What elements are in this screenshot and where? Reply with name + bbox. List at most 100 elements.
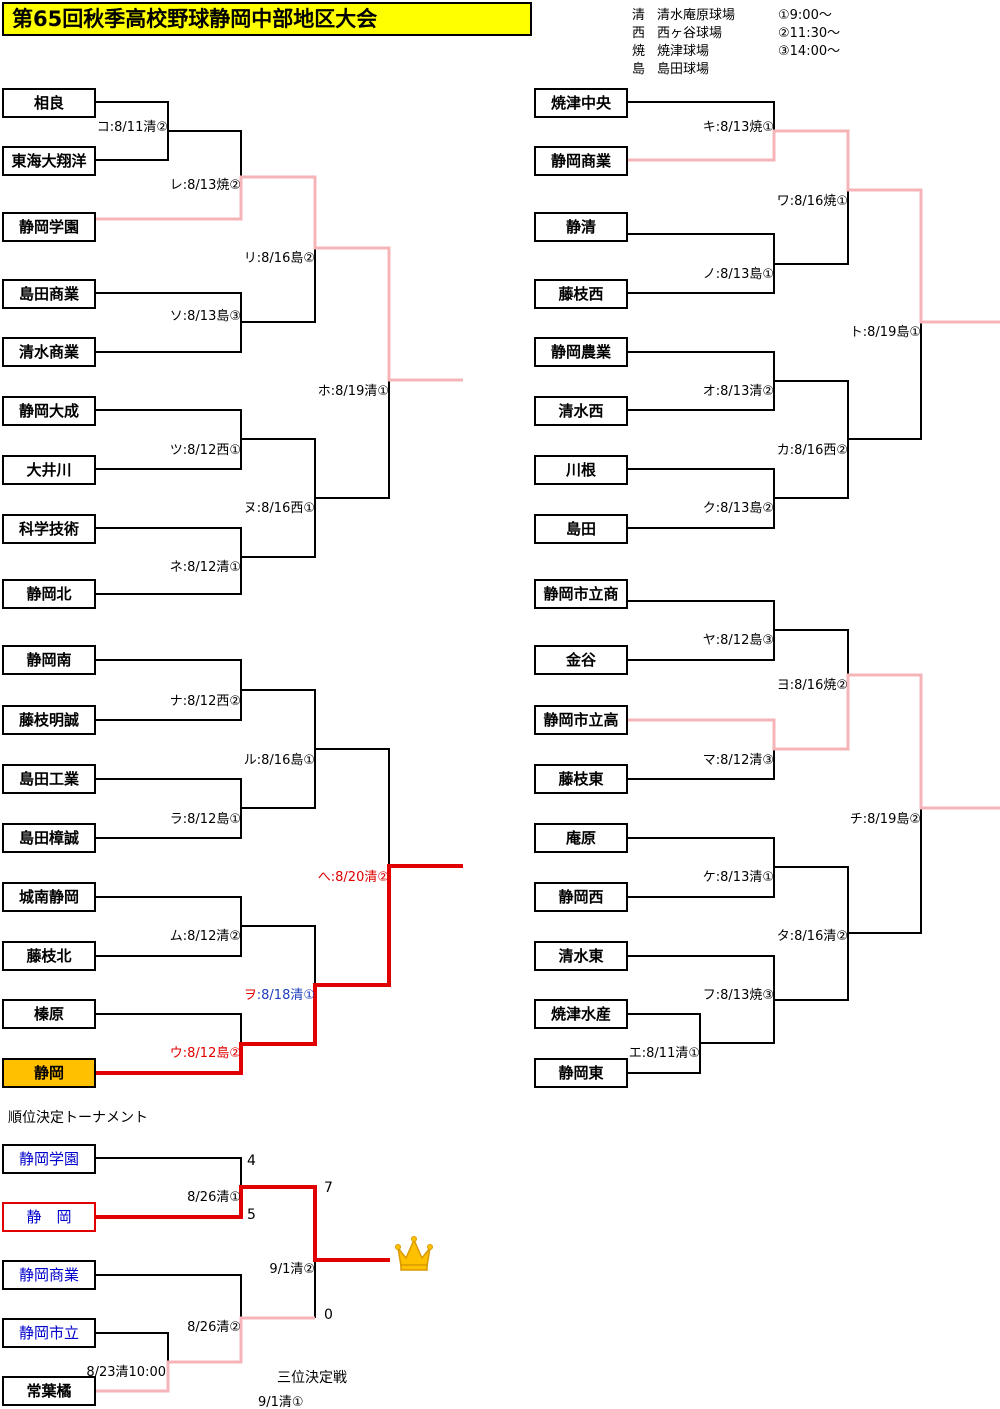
placement-title: 順位決定トーナメント <box>8 1110 148 1126</box>
match-label-wo-rest: :8/18清① <box>256 988 315 1003</box>
match-label-na: ナ:8/12西② <box>169 694 241 709</box>
team-left-8: 静岡北 <box>2 579 96 609</box>
team-left-4: 清水商業 <box>2 337 96 367</box>
team-right-12: 庵原 <box>534 823 628 853</box>
match-label-ho: ホ:8/19清① <box>317 384 389 399</box>
match-label-ko: コ:8/11清② <box>96 120 168 135</box>
path-left-top <box>96 175 463 382</box>
legend-venue-name-2: 焼津球場 <box>657 44 710 59</box>
match-label-u: ウ:8/12島② <box>169 1046 241 1061</box>
team-right-0: 焼津中央 <box>534 88 628 118</box>
match-label-o: オ:8/13清② <box>702 384 774 399</box>
match-label-ri: リ:8/16島② <box>243 251 315 266</box>
match-label-wo-prefix: ヲ <box>243 988 257 1003</box>
team-right-16: 静岡東 <box>534 1058 628 1088</box>
team-left-10: 藤枝明誠 <box>2 705 96 735</box>
placement-match-a: 8/26清① <box>187 1190 241 1205</box>
team-left-13: 城南静岡 <box>2 882 96 912</box>
placement-match-pre: 8/23清10:00 <box>86 1365 166 1380</box>
legend-venue-name-1: 西ヶ谷球場 <box>657 26 723 41</box>
match-label-ki: キ:8/13焼① <box>702 120 774 135</box>
match-label-yo: ヨ:8/16焼② <box>776 678 848 693</box>
third-place-title: 三位決定戦 <box>277 1370 347 1386</box>
team-right-8: 静岡市立商 <box>534 579 628 609</box>
crown-icon <box>395 1236 433 1271</box>
legend-venue-name-3: 島田球場 <box>657 62 710 77</box>
placement-match-b: 8/26清② <box>187 1320 241 1335</box>
score-final-top: 7 <box>324 1180 333 1196</box>
team-left-5: 静岡大成 <box>2 396 96 426</box>
team-left-15: 榛原 <box>2 999 96 1029</box>
team-left-9: 静岡南 <box>2 645 96 675</box>
placement-team-1: 静 岡 <box>2 1202 96 1232</box>
placement-final-match: 9/1清② <box>269 1262 315 1277</box>
legend-time-2: ③14:00～ <box>778 44 841 59</box>
match-label-ku: ク:8/13島② <box>702 501 774 516</box>
line-u-top <box>96 1013 242 1044</box>
team-right-6: 川根 <box>534 455 628 485</box>
legend-time-0: ①9:00～ <box>778 8 832 23</box>
path-right-mid <box>628 673 1000 810</box>
team-right-2: 静清 <box>534 212 628 242</box>
line-ru-out <box>315 748 390 866</box>
line-place-c <box>96 1274 242 1318</box>
match-label-re: レ:8/13焼② <box>169 178 241 193</box>
team-right-15: 焼津水産 <box>534 999 628 1029</box>
legend-venue-abbr-2: 焼 <box>632 44 646 59</box>
team-left-2: 静岡学園 <box>2 212 96 242</box>
team-right-1: 静岡商業 <box>534 146 628 176</box>
match-label-ru: ル:8/16島① <box>243 753 315 768</box>
team-right-7: 島田 <box>534 514 628 544</box>
line-no-out <box>774 190 849 265</box>
match-label-ra: ラ:8/12島① <box>169 812 241 827</box>
team-right-5: 清水西 <box>534 396 628 426</box>
match-label-tsu: ツ:8/12西① <box>169 443 241 458</box>
line-ki-top <box>628 101 775 131</box>
placement-team-2: 静岡商業 <box>2 1260 96 1290</box>
team-right-9: 金谷 <box>534 645 628 675</box>
line-place-d-top <box>96 1332 169 1362</box>
team-left-16-highlighted: 静岡 <box>2 1058 96 1088</box>
path-place-bottom <box>96 1316 315 1393</box>
match-label-ta: タ:8/16清② <box>776 929 848 944</box>
pink-lines <box>96 129 1000 1393</box>
match-label-so: ソ:8/13島③ <box>169 309 241 324</box>
team-left-12: 島田樟誠 <box>2 823 96 853</box>
line-ta-out <box>848 808 922 934</box>
placement-team-3: 静岡市立 <box>2 1318 96 1348</box>
legend-venue-abbr-0: 清 <box>632 8 646 23</box>
match-label-ke: ケ:8/13清① <box>702 870 774 885</box>
match-label-no: ノ:8/13島① <box>702 267 774 282</box>
red-lines <box>96 864 463 1262</box>
team-right-14: 清水東 <box>534 941 628 971</box>
line-ne <box>96 527 242 595</box>
black-lines <box>96 101 922 1362</box>
team-left-3: 島田商業 <box>2 279 96 309</box>
placement-team-0: 静岡学園 <box>2 1144 96 1174</box>
legend-venue-name-0: 清水庵原球場 <box>657 8 736 23</box>
legend-venue-abbr-3: 島 <box>632 62 646 77</box>
team-right-11: 藤枝東 <box>534 764 628 794</box>
path-place-champion <box>96 1185 390 1262</box>
match-label-mu: ム:8/12清② <box>169 929 241 944</box>
match-label-ne: ネ:8/12清① <box>169 560 241 575</box>
team-right-10: 静岡市立高 <box>534 705 628 735</box>
match-label-to: ト:8/19島① <box>849 325 921 340</box>
path-right-top <box>628 129 1000 324</box>
line-ka-out <box>848 322 922 440</box>
match-label-fu: フ:8/13焼③ <box>702 988 774 1003</box>
page-title: 第65回秋季高校野球静岡中部地区大会 <box>2 2 532 36</box>
team-left-0: 相良 <box>2 88 96 118</box>
team-left-1: 東海大翔洋 <box>2 146 96 176</box>
match-label-wa: ワ:8/16焼① <box>776 194 848 209</box>
match-label-nu: ヌ:8/16西① <box>243 501 315 516</box>
team-left-6: 大井川 <box>2 455 96 485</box>
score-a-bottom: 5 <box>247 1207 256 1223</box>
team-right-4: 静岡農業 <box>534 337 628 367</box>
team-left-14: 藤枝北 <box>2 941 96 971</box>
match-label-e: エ:8/11清① <box>628 1046 700 1061</box>
score-final-bottom: 0 <box>324 1307 333 1323</box>
line-place-a-top <box>96 1157 242 1187</box>
